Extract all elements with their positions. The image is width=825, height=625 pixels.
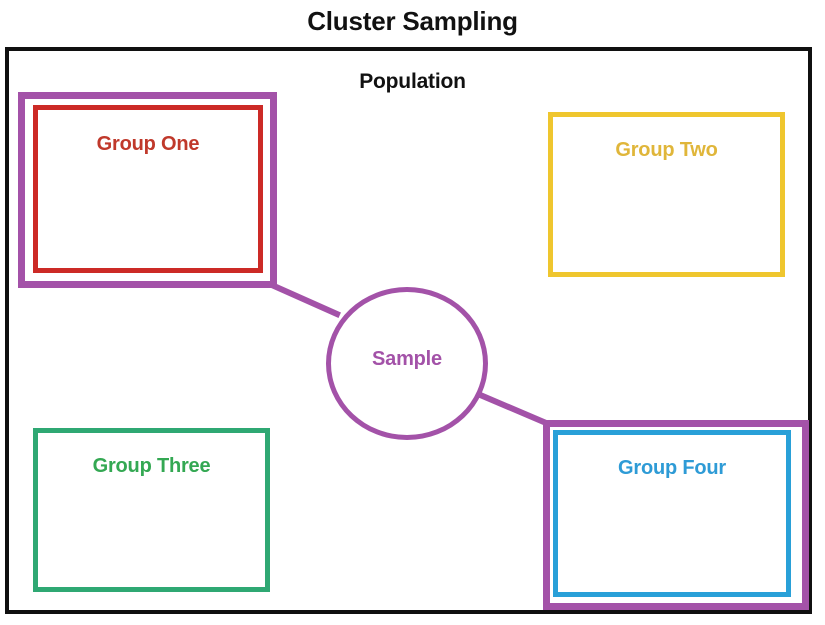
sample-circle[interactable]: Sample <box>326 287 488 440</box>
group-two-label: Group Two <box>615 139 718 161</box>
group-one-box[interactable]: Group One <box>33 105 263 273</box>
sample-label: Sample <box>372 348 442 370</box>
group-four-box[interactable]: Group Four <box>553 430 791 597</box>
group-three-label: Group Three <box>92 455 211 477</box>
group-three-box[interactable]: Group Three <box>33 428 270 592</box>
group-two-box[interactable]: Group Two <box>548 112 785 277</box>
population-label: Population <box>359 70 466 93</box>
group-one-label: Group One <box>96 133 200 155</box>
page-title: Cluster Sampling <box>307 6 518 36</box>
group-four-label: Group Four <box>618 457 726 479</box>
